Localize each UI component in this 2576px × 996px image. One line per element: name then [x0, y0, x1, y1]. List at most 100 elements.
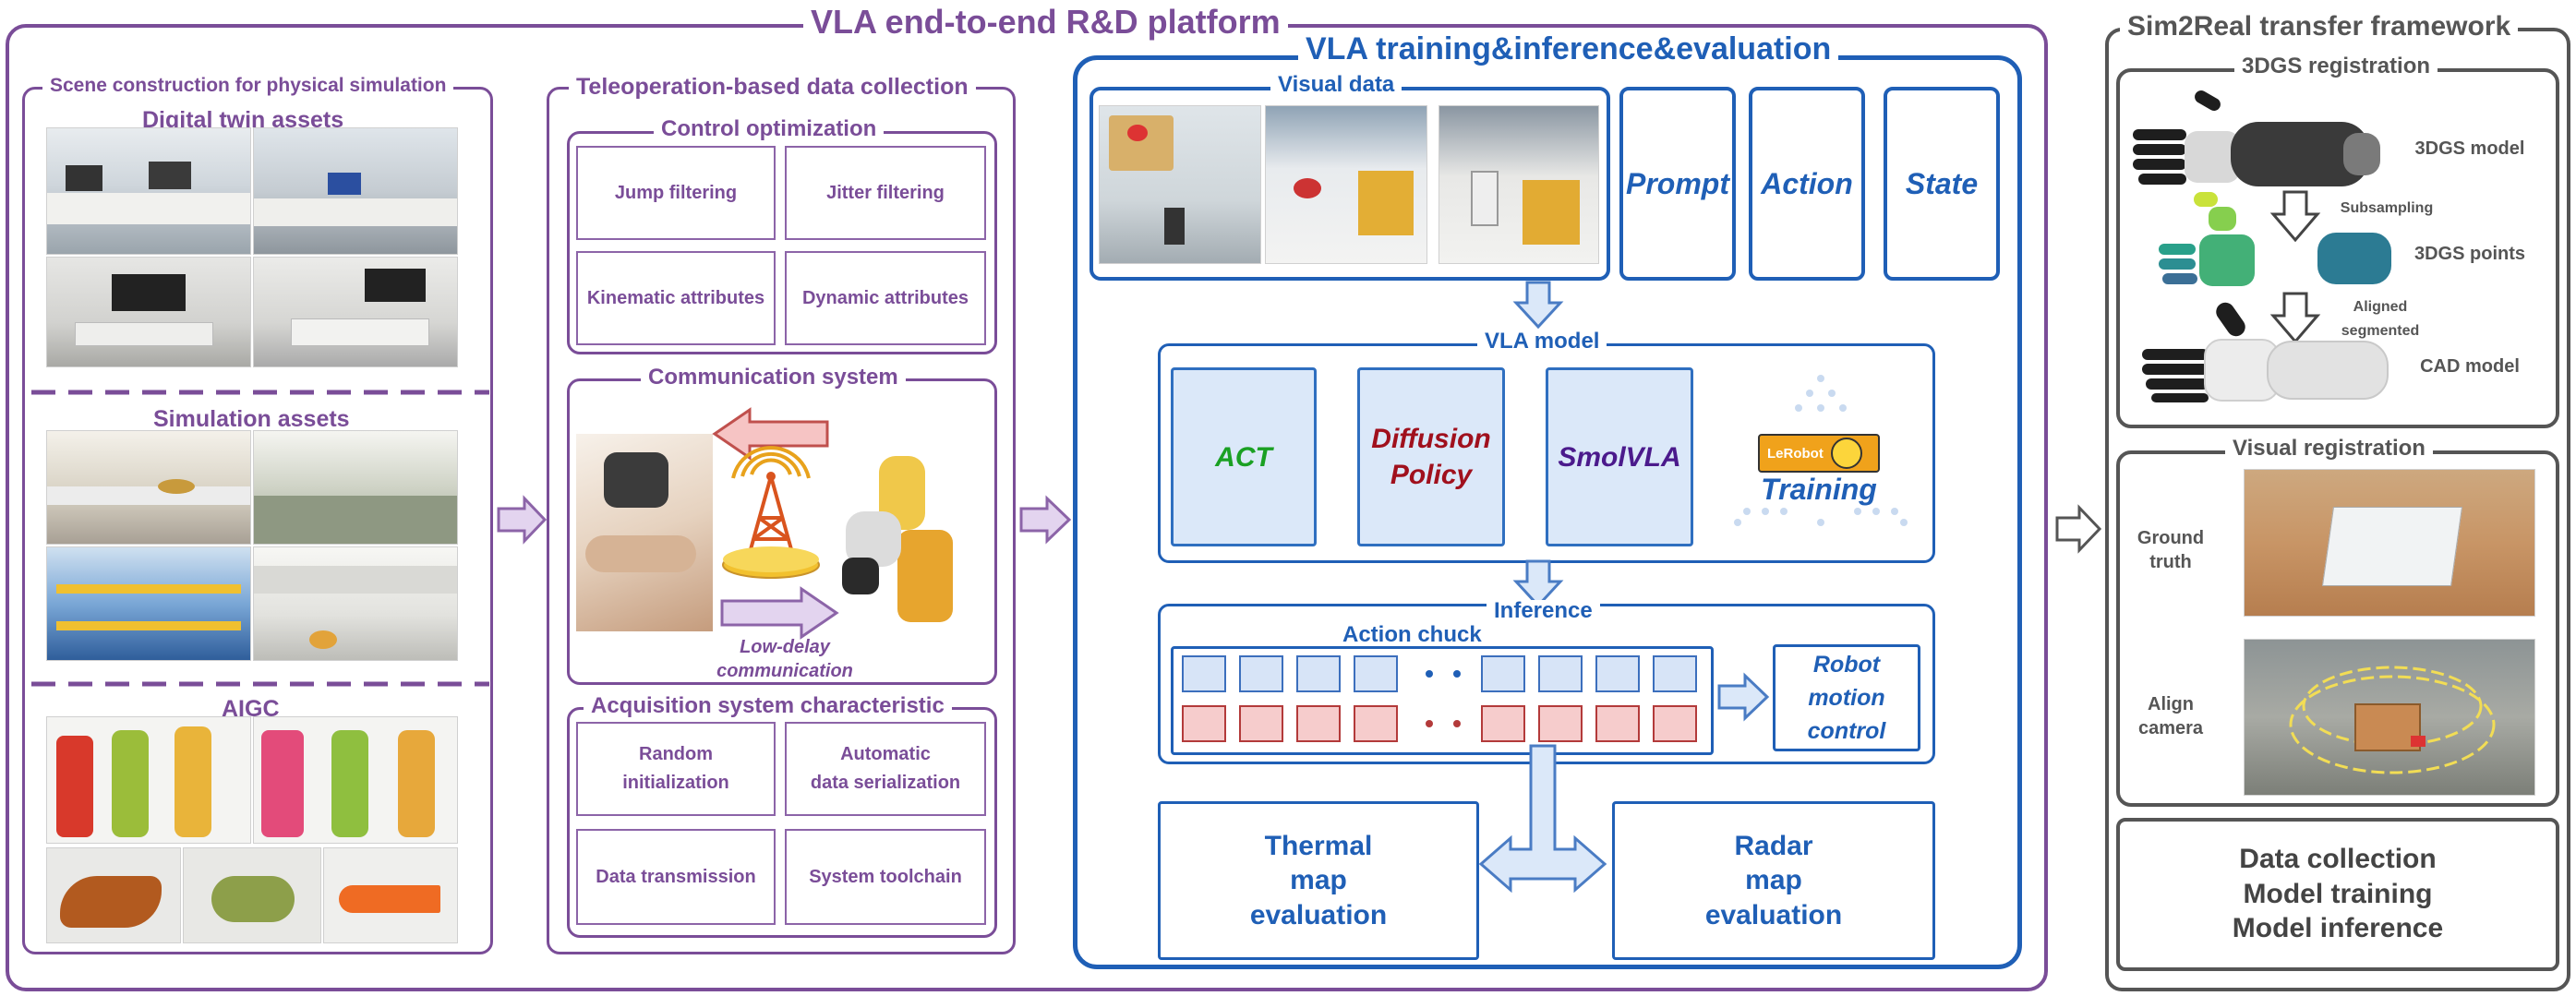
scene-divider-2 [31, 681, 489, 687]
thermal-line-1: Thermal [1264, 830, 1373, 861]
align-camera-label: Align camera [2120, 692, 2221, 740]
kitchen-photo-1 [46, 430, 251, 545]
act-model: ACT [1171, 367, 1317, 546]
kitchen-photo-2 [253, 430, 458, 545]
align-line-1: Align [2148, 694, 2194, 714]
action-token-blue-4 [1354, 655, 1398, 692]
visual-photo-2 [1265, 105, 1427, 264]
action-token-blue-6 [1538, 655, 1583, 692]
lerobot-logo: LeRobot [1758, 434, 1880, 473]
summary-text: Data collection Model training Model inf… [2116, 842, 2559, 946]
lerobot-label: LeRobot [1767, 445, 1824, 462]
meeting-room-photo-2 [253, 257, 458, 367]
sim2real-title: Sim2Real transfer framework [2120, 13, 2519, 41]
ground-truth-label: Ground truth [2120, 526, 2221, 574]
diffusion-line-2: Policy [1390, 460, 1473, 490]
action-token-blue-5 [1481, 655, 1525, 692]
gs-model-hand [2133, 90, 2380, 186]
aigc-food-photo-3 [323, 847, 458, 943]
action-token-blue-1 [1182, 655, 1226, 692]
data-transmission-cell: Data transmission [576, 829, 776, 925]
diffusion-line-1: Diffusion [1371, 424, 1491, 454]
office-photo-2 [253, 127, 458, 255]
robot-motion-control-box: Robot motion control [1773, 644, 1920, 751]
thermal-line-2: map [1290, 865, 1347, 896]
thermal-line-3: evaluation [1249, 899, 1388, 930]
inference-title: Inference [1487, 600, 1600, 622]
radar-line-2: map [1745, 865, 1802, 896]
auto-serialization-line-2: data serialization [810, 773, 961, 793]
jitter-filtering-cell: Jitter filtering [785, 146, 986, 240]
antenna-tower-icon [722, 446, 820, 579]
aligned-line-2: segmented [2341, 322, 2420, 339]
low-delay-line-1: Low-delay [740, 637, 830, 657]
action-token-red-3 [1296, 705, 1341, 742]
gs-points-label: 3DGS points [2413, 244, 2525, 264]
action-token-red-7 [1595, 705, 1640, 742]
dynamic-attributes-cell: Dynamic attributes [785, 251, 986, 345]
align-camera-photo [2244, 639, 2535, 796]
random-init-line-1: Random [639, 744, 713, 764]
summary-line-2: Model training [2243, 878, 2433, 909]
auto-serialization-cell: Automatic data serialization [785, 722, 986, 816]
teleop-title: Teleoperation-based data collection [569, 76, 976, 99]
action-token-blue-2 [1239, 655, 1283, 692]
meeting-room-photo-1 [46, 257, 251, 367]
random-init-line-2: initialization [622, 773, 729, 793]
arrow-inference-to-evaluation [1478, 744, 1607, 894]
ellipsis-dots [1426, 670, 1461, 727]
action-token-red-5 [1481, 705, 1525, 742]
lerobot-mascot-icon [1830, 438, 1862, 469]
action-token-blue-3 [1296, 655, 1341, 692]
radar-map-evaluation: Radar map evaluation [1612, 801, 1935, 960]
radar-line-3: evaluation [1704, 899, 1843, 930]
system-toolchain-cell: System toolchain [785, 829, 986, 925]
aigc-food-photo-1 [46, 847, 181, 943]
action-token-red-2 [1239, 705, 1283, 742]
arrow-teleop-to-vla [1019, 495, 1072, 545]
operator-photo [576, 434, 713, 631]
vla-model-title: VLA model [1477, 330, 1607, 353]
comm-title: Communication system [641, 366, 906, 389]
aigc-bottles-photo-1 [46, 716, 251, 844]
auto-serialization-line-1: Automatic [840, 744, 931, 764]
aligned-arrow [2269, 292, 2321, 344]
random-init-cell: Random initialization [576, 722, 776, 816]
aligned-line-1: Aligned [2353, 299, 2408, 315]
robot-hand-photo [842, 447, 993, 635]
robot-line-1: Robot [1812, 651, 1881, 678]
subsampling-arrow [2269, 190, 2321, 243]
ground-line-1: Ground [2137, 528, 2205, 548]
action-token-red-1 [1182, 705, 1226, 742]
action-token-red-4 [1354, 705, 1398, 742]
camera-ring-overlay [2289, 666, 2496, 774]
gs-model-label: 3DGS model [2414, 138, 2525, 159]
action-token-blue-8 [1653, 655, 1697, 692]
summary-line-3: Model inference [2232, 913, 2444, 943]
scene-title: Scene construction for physical simulati… [42, 76, 454, 95]
cad-model-label: CAD model [2420, 356, 2520, 377]
cad-model-hand [2142, 302, 2389, 402]
visual-data-title: Visual data [1270, 74, 1402, 96]
action-token-red-8 [1653, 705, 1697, 742]
action-chunk-frame [1171, 646, 1714, 755]
aigc-food-photo-2 [183, 847, 321, 943]
action-box: Action [1749, 87, 1865, 281]
kitchen-photo-3 [253, 546, 458, 661]
warehouse-photo [46, 546, 251, 661]
simulation-title: Simulation assets [146, 408, 357, 431]
ground-line-2: truth [2149, 552, 2192, 572]
smolvla-model: SmolVLA [1546, 367, 1693, 546]
acq-title: Acquisition system characteristic [584, 695, 952, 717]
gs-points-hand [2159, 192, 2391, 286]
robot-line-3: control [1807, 718, 1886, 745]
visual-photo-3 [1438, 105, 1599, 264]
aigc-bottles-photo-2 [253, 716, 458, 844]
prompt-box: Prompt [1619, 87, 1736, 281]
state-box: State [1884, 87, 2000, 281]
jump-filtering-cell: Jump filtering [576, 146, 776, 240]
visual-photo-1 [1099, 105, 1261, 264]
training-label: Training [1761, 473, 1877, 506]
arrow-model-to-inference [1512, 559, 1564, 608]
